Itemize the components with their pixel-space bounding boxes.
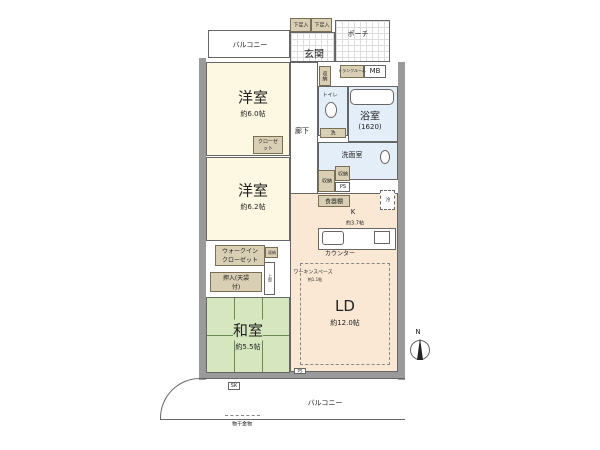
- balcony-top: [208, 30, 290, 58]
- wall-east: [398, 62, 405, 380]
- stove-icon: [374, 231, 390, 244]
- wall-west: [199, 58, 206, 380]
- working-space-size: 約1.1帖: [307, 277, 323, 282]
- compass-label: N: [415, 328, 421, 336]
- bathroom-size: (1620): [358, 123, 382, 131]
- oshiire: 押入(天袋付): [210, 272, 262, 292]
- balcony-top-label: バルコニー: [232, 41, 268, 49]
- porch-label: ポーチ: [347, 30, 369, 38]
- drying-rod-label: 物干金物: [231, 421, 253, 428]
- bathtub-icon: [350, 89, 394, 105]
- north-arrow-icon: [417, 338, 423, 360]
- wall-south: [199, 372, 405, 378]
- western-room-2: [206, 157, 290, 241]
- japanese-room-size: 約5.5帖: [235, 342, 261, 352]
- storage-3: 収納: [335, 166, 350, 181]
- western-room-2-label: 洋室: [237, 181, 269, 200]
- kitchen-size: 約3.7帖: [346, 220, 364, 227]
- storage-1: 収納: [319, 66, 331, 86]
- wash-cabinet: 洗: [320, 128, 346, 138]
- closet: クローゼット: [253, 136, 283, 154]
- kitchen-label: K: [350, 208, 356, 216]
- working-space-label: ワーキンスペース: [293, 269, 333, 276]
- shoe-cabinet-1: 下足入: [290, 18, 311, 32]
- shoe-cabinet-2: 下足入: [311, 18, 332, 32]
- entrance-label: 玄関: [304, 49, 324, 61]
- sk: SK: [228, 382, 240, 390]
- ps-1: PS: [335, 182, 350, 192]
- hallway: [290, 62, 318, 196]
- mb: MB: [364, 65, 386, 78]
- sink-icon: [380, 150, 390, 164]
- hallway-label: 廊下: [295, 127, 309, 135]
- storage-2: 収納: [318, 170, 335, 192]
- storage-4: 収納: [265, 247, 278, 258]
- entrance: [290, 32, 335, 62]
- balcony-bottom-label: バルコニー: [307, 399, 343, 407]
- ld-size: 約12.0帖: [330, 319, 360, 327]
- ldk: [290, 193, 398, 372]
- kitchen-sink-icon: [322, 231, 344, 245]
- ld-area: [300, 263, 390, 365]
- cupboard: 食器棚: [318, 195, 350, 207]
- toilet-icon: [325, 102, 337, 118]
- walk-in-closet: ウォークインクローゼット: [215, 245, 265, 266]
- western-room-2-size: 約6.2帖: [240, 203, 266, 211]
- toilet-label: トイレ: [322, 92, 338, 99]
- ps-2: PS: [294, 368, 306, 374]
- trunk-room: トランクルーム: [338, 65, 366, 78]
- balcony-bottom: [160, 378, 405, 420]
- western-room-1-size: 約6.0帖: [240, 110, 266, 118]
- japanese-room-label: 和室: [232, 319, 264, 341]
- washroom-label: 洗面室: [341, 151, 363, 159]
- upper-cabinet: 上部: [264, 262, 275, 295]
- bathroom-label: 浴室: [360, 111, 380, 123]
- counter-label: カウンター: [324, 250, 356, 258]
- porch: [335, 20, 390, 62]
- drying-rod: [225, 415, 260, 416]
- ld-label: LD: [335, 297, 355, 315]
- western-room-1-label: 洋室: [237, 88, 269, 107]
- fridge: 冷: [380, 190, 395, 210]
